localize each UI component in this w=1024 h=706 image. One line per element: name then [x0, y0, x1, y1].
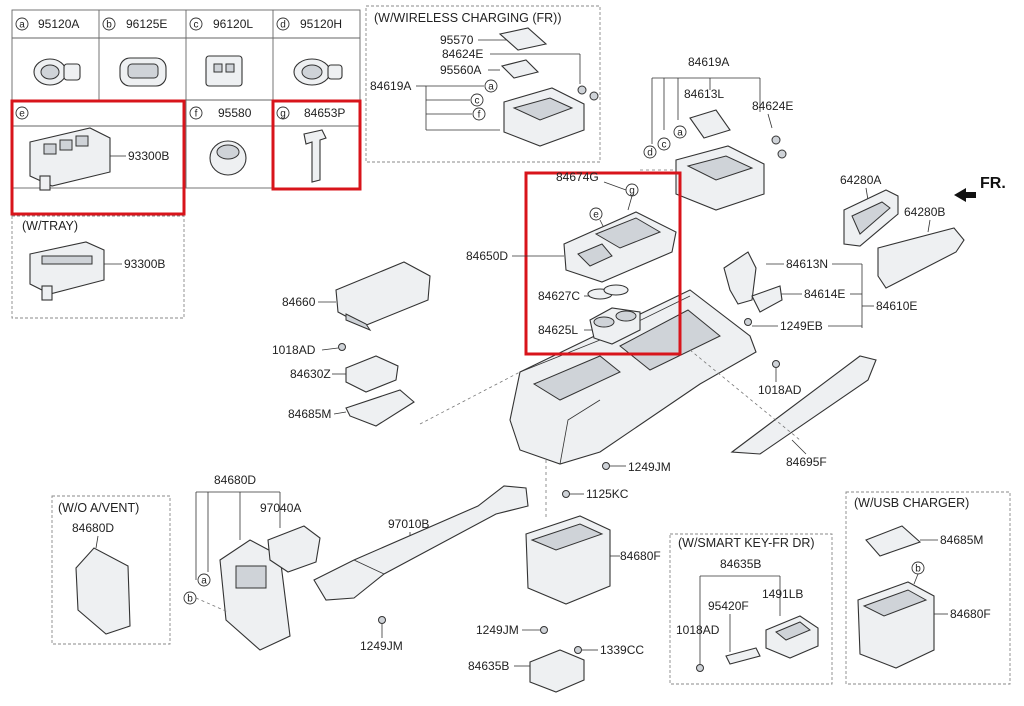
wireless-callout-f: f: [478, 110, 481, 121]
right-part-84613N: 84613N: [786, 257, 828, 271]
bl-part-1249JM: 1249JM: [360, 639, 403, 653]
cell-e: e 93300B: [15, 106, 169, 191]
tray-panel: (W/TRAY) 93300B: [11, 215, 185, 319]
wireless-panel: (W/WIRELESS CHARGING (FR)) 95570 84624E …: [365, 5, 601, 163]
cell-d: d 95120H: [276, 17, 343, 86]
cell-c-letter: c: [194, 20, 199, 31]
left-part-84630Z: 84630Z: [290, 367, 331, 381]
cell-f-letter: f: [195, 109, 198, 120]
front-direction-indicator: FR.: [954, 175, 1006, 202]
right-part-64280A: 64280A: [840, 173, 881, 187]
cell-c: c 96120L: [189, 17, 253, 87]
left-middle-parts: 84660 1018AD 84630Z 84685M: [272, 261, 431, 427]
center-callout-g: g: [629, 186, 635, 197]
left-part-84660: 84660: [282, 295, 316, 309]
usb-title: (W/USB CHARGER): [854, 496, 969, 510]
ur-callout-a: a: [677, 128, 683, 139]
center-part-84674G: 84674G: [556, 170, 599, 184]
smart-key-part-95420F: 95420F: [708, 599, 749, 613]
cell-a-letter: a: [19, 20, 25, 31]
center-assembly: 84674G g e 84650D 84627C 84625L: [466, 170, 677, 345]
right-part-64280B: 64280B: [904, 205, 945, 219]
usb-panel: (W/USB CHARGER) 84685M b 84680F: [845, 491, 1011, 685]
ur-part-84613L: 84613L: [684, 87, 724, 101]
ur-part-84624E: 84624E: [752, 99, 793, 113]
right-side-parts: 64280A 64280B 84613N 84614E 84610E 1249E…: [723, 173, 965, 469]
lower-middle-parts: 1249JM 1125KC 84680F 1249JM 84635B 1339C…: [468, 460, 671, 693]
usb-callout-b: b: [915, 564, 921, 575]
smart-key-part-1018AD: 1018AD: [676, 623, 720, 637]
usb-part-84685M: 84685M: [940, 533, 983, 547]
wireless-part-95570: 95570: [440, 33, 474, 47]
cell-a: a 95120A: [15, 17, 81, 86]
cell-g-letter: g: [280, 109, 286, 120]
bl-part-97040A: 97040A: [260, 501, 301, 515]
cell-f-code: 95580: [218, 106, 252, 120]
wireless-part-95560A: 95560A: [440, 63, 481, 77]
highlight-box-g: [271, 99, 362, 191]
right-part-84695F: 84695F: [786, 455, 827, 469]
cell-b-code: 96125E: [126, 17, 167, 31]
upper-right-assembly: 84619A 84613L 84624E d c a: [640, 55, 793, 211]
bl-callout-b: b: [187, 594, 193, 605]
center-part-84625L: 84625L: [538, 323, 578, 337]
cell-c-code: 96120L: [213, 17, 253, 31]
bl-callout-a: a: [201, 576, 207, 587]
wireless-part-84619A: 84619A: [370, 79, 411, 93]
bl-part-84680D: 84680D: [214, 473, 256, 487]
lower-part-1249JM-b: 1249JM: [476, 623, 519, 637]
center-callout-e: e: [593, 210, 599, 221]
smart-key-panel: (W/SMART KEY-FR DR) 84635B 1491LB 95420F…: [669, 533, 833, 685]
cell-g: g 84653P: [276, 106, 345, 183]
smart-key-title: (W/SMART KEY-FR DR): [678, 536, 815, 550]
tray-part: 93300B: [124, 257, 165, 271]
cell-g-code: 84653P: [304, 106, 345, 120]
right-part-84610E: 84610E: [876, 299, 917, 313]
front-arrow-icon: [954, 188, 976, 202]
no-vent-panel: (W/O A/VENT) 84680D: [51, 495, 171, 645]
no-vent-title: (W/O A/VENT): [58, 501, 139, 515]
ur-part-84619A: 84619A: [688, 55, 729, 69]
highlight-box-center: [524, 171, 682, 356]
right-part-84614E: 84614E: [804, 287, 845, 301]
cell-f: f 95580: [189, 106, 252, 176]
wireless-callout-c: c: [475, 96, 480, 107]
bottom-left-parts: 84680D a b 97040A 97010B 1249JM: [183, 473, 529, 653]
lower-part-1125KC: 1125KC: [586, 487, 629, 501]
lower-part-1339CC: 1339CC: [600, 643, 644, 657]
cell-b-letter: b: [106, 20, 112, 31]
left-part-1018AD: 1018AD: [272, 343, 316, 357]
lower-part-1249JM-a: 1249JM: [628, 460, 671, 474]
right-part-1249EB: 1249EB: [780, 319, 823, 333]
lower-part-84680F: 84680F: [620, 549, 661, 563]
front-label: FR.: [980, 175, 1006, 192]
tray-title: (W/TRAY): [22, 219, 78, 233]
center-part-84627C: 84627C: [538, 289, 580, 303]
usb-part-84680F: 84680F: [950, 607, 991, 621]
lower-part-84635B: 84635B: [468, 659, 509, 673]
wireless-callout-a: a: [488, 82, 494, 93]
cell-e-code: 93300B: [128, 149, 169, 163]
smart-key-part-1491LB: 1491LB: [762, 587, 803, 601]
highlight-box-e: [10, 99, 186, 216]
bl-part-97010B: 97010B: [388, 517, 429, 531]
cell-d-code: 95120H: [300, 17, 342, 31]
cell-e-letter: e: [19, 109, 25, 120]
wireless-title: (W/WIRELESS CHARGING (FR)): [374, 11, 562, 25]
cell-d-letter: d: [280, 20, 286, 31]
ur-callout-d: d: [647, 148, 653, 159]
no-vent-part: 84680D: [72, 521, 114, 535]
left-part-84685M: 84685M: [288, 407, 331, 421]
cell-a-code: 95120A: [38, 17, 79, 31]
ur-callout-c: c: [662, 140, 667, 151]
center-part-84650D: 84650D: [466, 249, 508, 263]
smart-key-part-84635B: 84635B: [720, 557, 761, 571]
wireless-part-84624E: 84624E: [442, 47, 483, 61]
right-part-1018AD: 1018AD: [758, 383, 802, 397]
cell-b: b 96125E: [102, 17, 167, 87]
